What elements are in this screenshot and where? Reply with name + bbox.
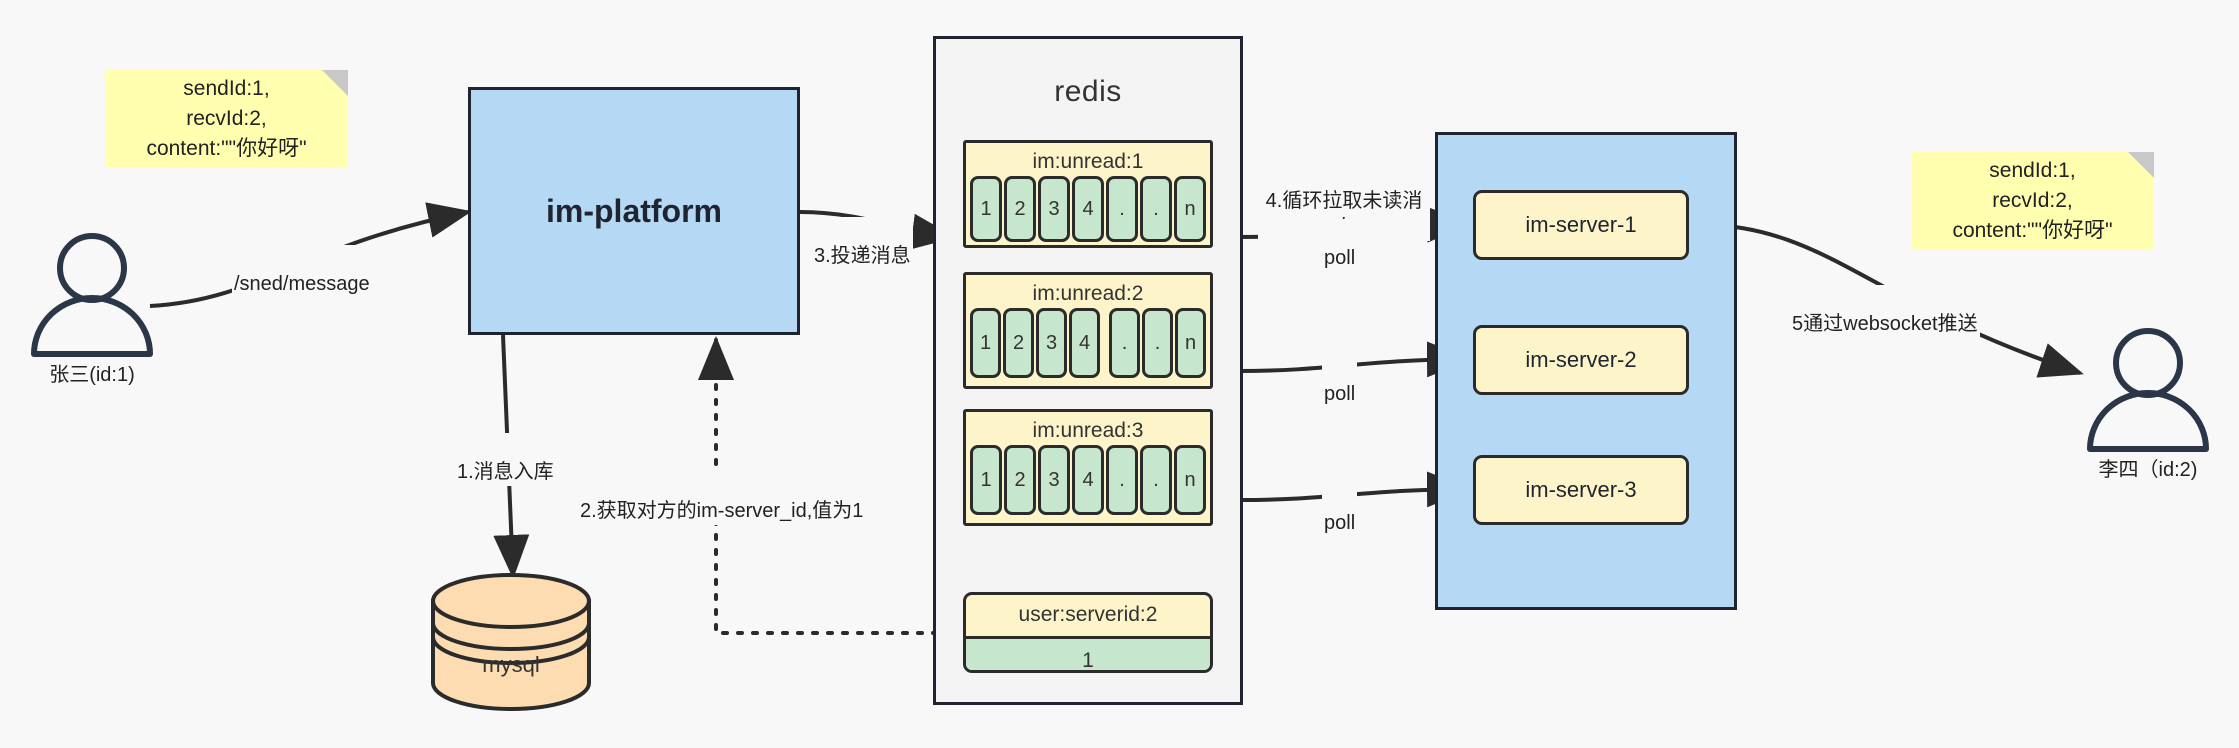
redis-cell: . (1106, 445, 1138, 515)
redis-cell: n (1175, 308, 1206, 378)
im-server-2-box[interactable]: im-server-2 (1473, 325, 1689, 395)
im-platform-box[interactable]: im-platform (468, 87, 800, 335)
redis-cell: 2 (1003, 308, 1034, 378)
note-fold-icon (2128, 152, 2154, 178)
edge-label-step1-text: 1.消息入库 (457, 461, 554, 484)
edge-label-poll-1: poll (1322, 219, 1358, 272)
mysql-cylinder-icon (431, 573, 591, 711)
sender-actor: 张三(id:1) (12, 358, 172, 387)
edge-label-step3: 3.投递消息 (812, 217, 913, 270)
im-server-1-label: im-server-1 (1525, 212, 1637, 237)
note-right-text: sendId:1, recvId:2, content:""你好呀" (1952, 159, 2113, 242)
im-platform-label: im-platform (546, 192, 722, 229)
edge-label-poll-2-text: poll (1324, 383, 1356, 406)
redis-cell: 3 (1038, 176, 1070, 242)
edge-label-step3-text: 3.投递消息 (814, 245, 911, 268)
redis-cell: 4 (1072, 445, 1104, 515)
redis-list-key-3: im:unread:3 (1032, 419, 1144, 442)
redis-list-group-1[interactable]: im:unread:1 1 2 3 4 . . n (963, 140, 1213, 248)
redis-list-cells-3: 1 2 3 4 . . n (966, 445, 1210, 518)
receiver-caption: 李四（id:2) (2098, 459, 2198, 481)
edge-label-step2: 2.获取对方的im-server_id,值为1 (578, 472, 866, 525)
redis-cell: 3 (1036, 308, 1067, 378)
im-server-1-box[interactable]: im-server-1 (1473, 190, 1689, 260)
redis-cell: 1 (970, 176, 1002, 242)
sender-caption: 张三(id:1) (49, 364, 135, 386)
edge-label-send-message-text: /sned/message (234, 273, 370, 296)
mysql-label: mysql (482, 652, 540, 677)
im-server-3-label: im-server-3 (1525, 477, 1637, 502)
note-left-text: sendId:1, recvId:2, content:""你好呀" (146, 77, 307, 160)
redis-list-cells-1: 1 2 3 4 . . n (966, 176, 1210, 245)
redis-cell: n (1174, 176, 1206, 242)
edge-label-poll-1-text: poll (1324, 247, 1356, 270)
redis-list-key-1: im:unread:1 (1032, 150, 1144, 173)
redis-cell: . (1109, 308, 1140, 378)
edge-label-step2-text: 2.获取对方的im-server_id,值为1 (580, 500, 864, 523)
redis-cell: 4 (1072, 176, 1104, 242)
redis-list-cells-2: 1 2 3 4 . . n (966, 308, 1210, 381)
redis-list-group-3[interactable]: im:unread:3 1 2 3 4 . . n (963, 409, 1213, 526)
mysql-node[interactable]: mysql (433, 652, 589, 678)
redis-cell: 2 (1004, 176, 1036, 242)
redis-cell: 1 (970, 308, 1001, 378)
sender-actor-icon (31, 233, 153, 357)
edge-label-step5: 5通过websocket推送 (1790, 285, 1980, 338)
redis-cell: 4 (1069, 308, 1100, 378)
redis-cell: 2 (1004, 445, 1036, 515)
edge-label-send-message: /sned/message (232, 245, 372, 298)
edge-label-poll-2: poll (1322, 355, 1358, 408)
redis-title: redis (1054, 75, 1122, 108)
edge-label-step5-text: 5通过websocket推送 (1792, 313, 1978, 336)
im-server-3-box[interactable]: im-server-3 (1473, 455, 1689, 525)
redis-cell: . (1142, 308, 1173, 378)
redis-kv-key: user:serverid:2 (1018, 603, 1158, 626)
redis-list-group-2[interactable]: im:unread:2 1 2 3 4 . . n (963, 272, 1213, 389)
redis-cell: . (1106, 176, 1138, 242)
redis-cell: . (1140, 176, 1172, 242)
redis-cell: 1 (970, 445, 1002, 515)
note-left-payload: sendId:1, recvId:2, content:""你好呀" (105, 70, 348, 168)
redis-cell: . (1140, 445, 1172, 515)
note-right-payload: sendId:1, recvId:2, content:""你好呀" (1911, 152, 2154, 250)
edge-label-step1: 1.消息入库 (455, 433, 556, 486)
receiver-actor: 李四（id:2) (2068, 453, 2228, 482)
note-fold-icon (322, 70, 348, 96)
im-server-2-label: im-server-2 (1525, 347, 1637, 372)
redis-cell: n (1174, 445, 1206, 515)
redis-list-key-2: im:unread:2 (1032, 282, 1144, 305)
edge-label-poll-3-text: poll (1324, 512, 1356, 535)
edge-label-poll-3: poll (1322, 484, 1358, 537)
redis-kv-value: 1 (966, 636, 1210, 670)
redis-kv-user-serverid[interactable]: user:serverid:2 1 (963, 592, 1213, 673)
redis-cell: 3 (1038, 445, 1070, 515)
receiver-actor-icon (2087, 328, 2209, 452)
